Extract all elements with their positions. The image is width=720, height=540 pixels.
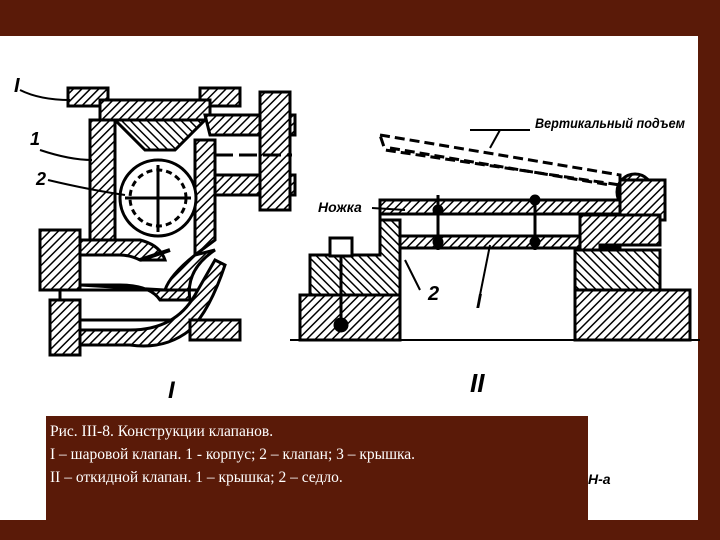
bottom-right-fragment: Н-а: [588, 471, 611, 487]
caption-line-1: Рис. III-8. Конструкции клапанов.: [50, 423, 274, 440]
caption-line-3: II – откидной клапан. 1 – крышка; 2 – се…: [50, 469, 343, 486]
swing-valve-drawing: [290, 129, 700, 342]
left-callout-1: 1: [30, 129, 40, 149]
figure-caption: Рис. III-8. Конструкции клапанов. I – ша…: [46, 416, 588, 520]
right-callout-2: 2: [427, 283, 439, 305]
top-frame-bar: [0, 0, 720, 36]
right-callout-nozhka: Ножка: [318, 199, 362, 215]
lifted-note-line: Вертикальный подъем: [535, 115, 686, 131]
left-callout-2: 2: [35, 169, 46, 189]
roman-label-II: II: [470, 368, 485, 398]
ball-valve-drawing: [19, 86, 297, 357]
left-callout-I: I: [14, 75, 20, 97]
bottom-frame-bar: [0, 520, 720, 540]
right-callout-I: I: [476, 291, 482, 313]
roman-label-I: I: [168, 377, 176, 404]
caption-line-2: I – шаровой клапан. 1 - корпус; 2 – клап…: [50, 446, 416, 463]
